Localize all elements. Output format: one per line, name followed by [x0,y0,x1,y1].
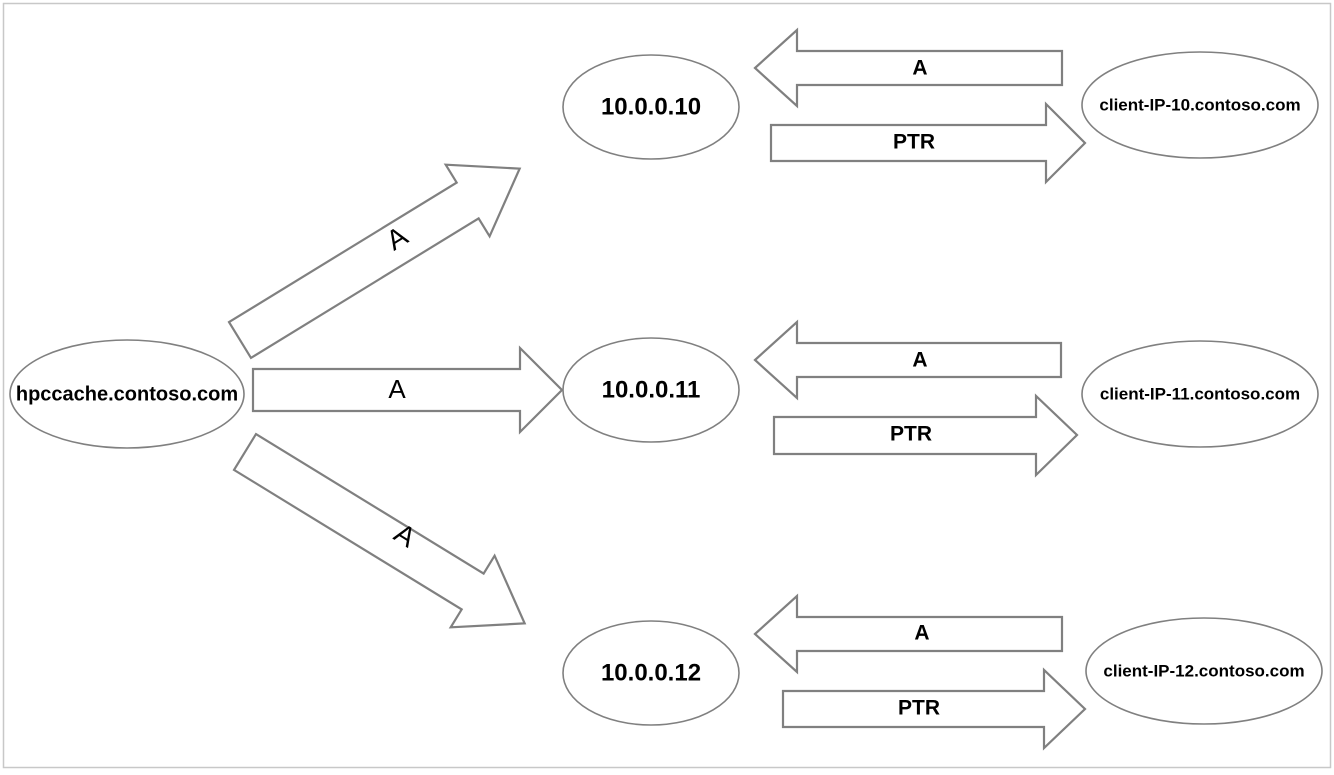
node-hpccache[interactable]: hpccache.contoso.com [9,339,245,449]
node-ip11[interactable]: 10.0.0.11 [562,337,740,443]
node-client12-ellipse [1085,617,1323,725]
edge-label-a-ip11: A [388,374,406,404]
node-ip11-label: 10.0.0.11 [602,376,701,403]
node-client10[interactable]: client-IP-10.contoso.com [1081,51,1319,159]
edge-ip11-to-client11: PTR [772,393,1079,478]
node-ip12-label: 10.0.0.12 [601,659,701,686]
arrow-body-a-client12 [753,593,1064,675]
edge-label-a-client11: A [912,349,927,372]
edge-label-a-client12: A [914,622,929,645]
arrow-body-a-ip12 [232,432,527,629]
node-client10-ellipse [1081,51,1319,159]
node-ip10[interactable]: 10.0.0.10 [562,54,740,160]
edge-label-ptr-client11: PTR [890,423,932,446]
edge-hpccache-to-ip11: A [251,345,564,435]
edge-label-ptr-client10: PTR [893,131,935,154]
arrow-body-a-ip11 [251,345,564,435]
node-ip12-ellipse [562,620,740,726]
edge-ip12-to-client12: PTR [781,667,1087,751]
edge-label-ptr-client12: PTR [898,697,940,720]
node-ip10-ellipse [562,54,740,160]
arrow-body-ptr-client10 [769,101,1087,185]
node-ip11-ellipse [562,337,740,443]
node-client12-label: client-IP-12.contoso.com [1103,661,1304,680]
edge-client11-to-ip11: A [753,319,1063,401]
node-ip10-label: 10.0.0.10 [601,93,701,120]
arrow-body-a-ip10 [227,163,522,360]
edge-ip10-to-client10: PTR [769,101,1087,185]
node-ip12[interactable]: 10.0.0.12 [562,620,740,726]
node-client11[interactable]: client-IP-11.contoso.com [1081,340,1319,448]
node-client10-label: client-IP-10.contoso.com [1099,95,1300,114]
node-hpccache-label: hpccache.contoso.com [16,383,238,405]
node-client12[interactable]: client-IP-12.contoso.com [1085,617,1323,725]
edge-client10-to-ip10: A [753,27,1064,109]
node-client11-ellipse [1081,340,1319,448]
arrow-body-ptr-client12 [781,667,1087,751]
arrow-body-ptr-client11 [772,393,1079,478]
node-client11-label: client-IP-11.contoso.com [1100,384,1300,403]
edge-hpccache-to-ip12: A [232,432,527,629]
arrow-body-a-client11 [753,319,1063,401]
arrow-body-a-client10 [753,27,1064,109]
node-hpccache-ellipse [9,339,245,449]
edge-client12-to-ip12: A [753,593,1064,675]
edge-label-a-client10: A [912,57,927,80]
edge-hpccache-to-ip10: A [227,163,522,360]
